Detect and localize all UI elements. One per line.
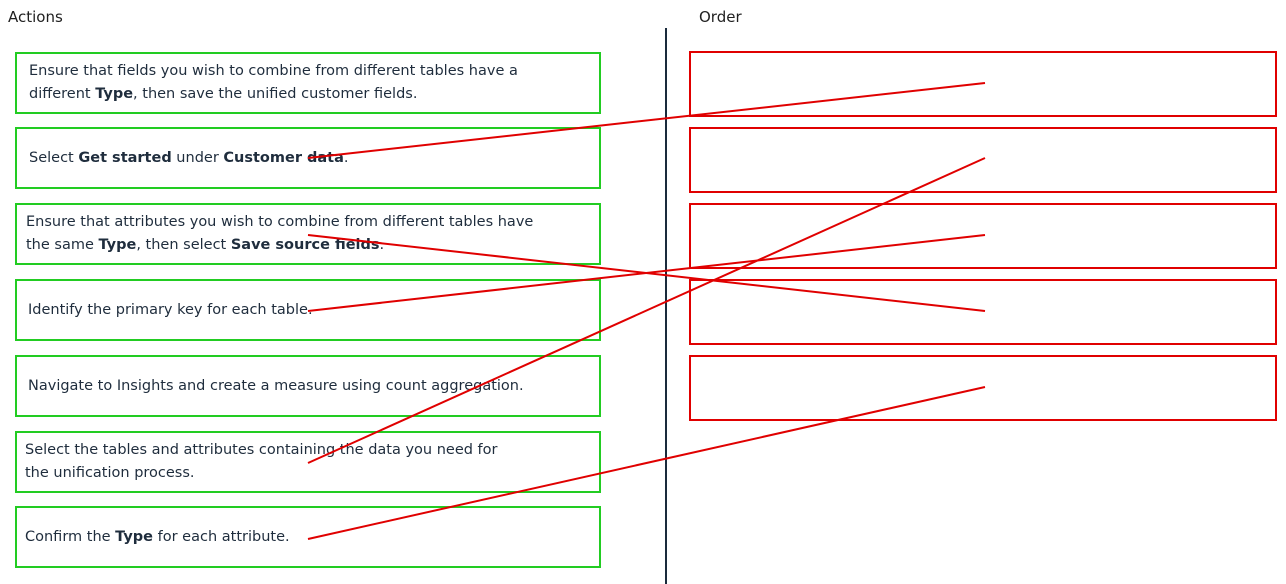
action-item-7-text: Confirm the Type for each attribute. bbox=[25, 528, 290, 545]
order-slot-3[interactable] bbox=[689, 203, 1277, 269]
order-slot-4[interactable] bbox=[689, 279, 1277, 345]
order-heading: Order bbox=[699, 8, 742, 26]
order-slot-5[interactable] bbox=[689, 355, 1277, 421]
action-item-6[interactable]: Select the tables and attributes contain… bbox=[15, 431, 601, 493]
action-item-2-text: Select Get started under Customer data. bbox=[29, 149, 349, 166]
action-item-1[interactable]: Ensure that fields you wish to combine f… bbox=[15, 52, 601, 114]
action-item-5[interactable]: Navigate to Insights and create a measur… bbox=[15, 355, 601, 417]
action-item-7[interactable]: Confirm the Type for each attribute. bbox=[15, 506, 601, 568]
order-slot-2[interactable] bbox=[689, 127, 1277, 193]
action-item-2[interactable]: Select Get started under Customer data. bbox=[15, 127, 601, 189]
column-divider bbox=[665, 28, 667, 584]
action-item-5-text: Navigate to Insights and create a measur… bbox=[28, 377, 524, 394]
action-item-3[interactable]: Ensure that attributes you wish to combi… bbox=[15, 203, 601, 265]
order-slot-1[interactable] bbox=[689, 51, 1277, 117]
action-item-1-text: Ensure that fields you wish to combine f… bbox=[29, 63, 518, 102]
action-item-4[interactable]: Identify the primary key for each table. bbox=[15, 279, 601, 341]
action-item-4-text: Identify the primary key for each table. bbox=[28, 301, 313, 318]
action-item-6-text: Select the tables and attributes contain… bbox=[25, 442, 498, 481]
action-item-3-text: Ensure that attributes you wish to combi… bbox=[26, 214, 534, 253]
actions-heading: Actions bbox=[8, 8, 63, 26]
